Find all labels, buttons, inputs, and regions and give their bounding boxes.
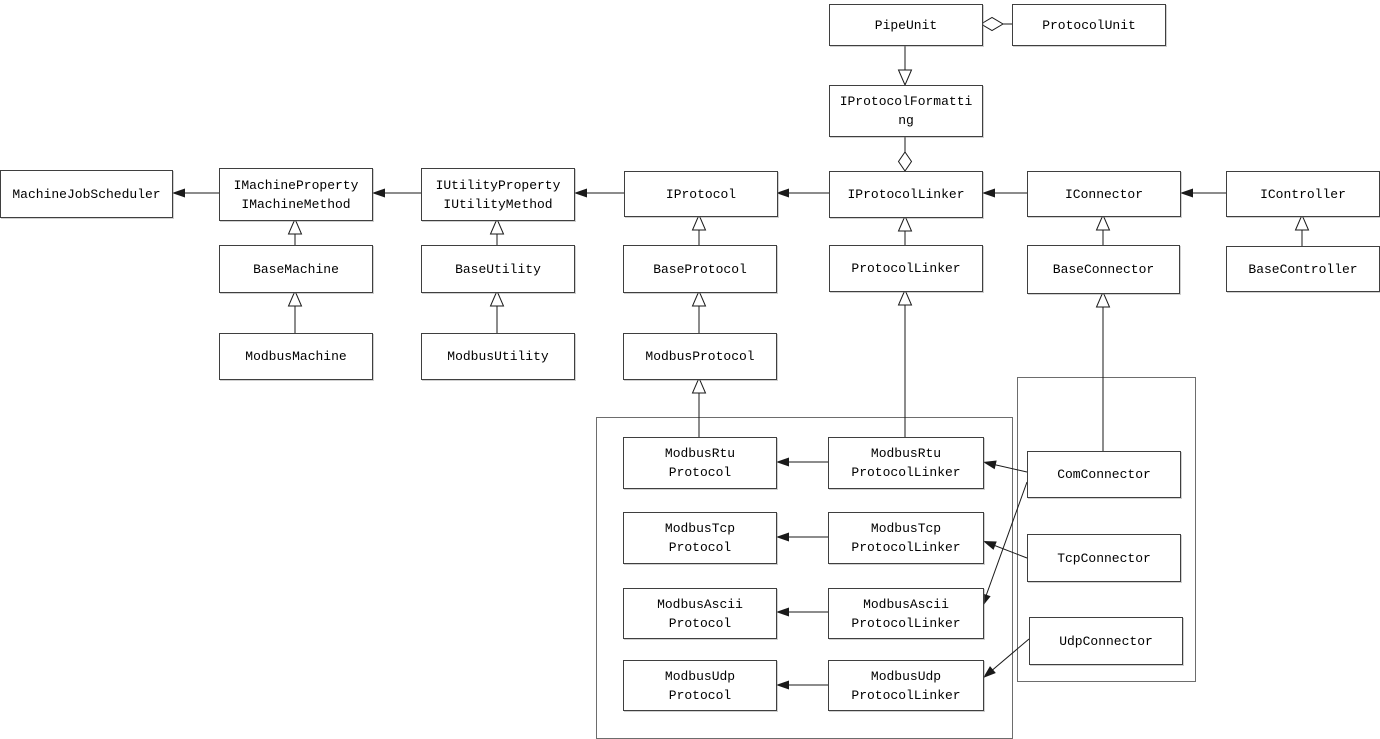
- node-modbusudpprotocollinker-line1: ModbusUdp: [870, 668, 942, 684]
- node-tcpconnector-label: TcpConnector: [1057, 550, 1151, 566]
- node-baseutility-label: BaseUtility: [455, 261, 541, 277]
- node-modbusrtuprotocollinker-line1: ModbusRtu: [870, 446, 942, 461]
- node-iprotocollinker[interactable]: IProtocolLinker: [829, 171, 983, 218]
- node-modbusudpprotocol[interactable]: ModbusUdp Protocol: [623, 660, 777, 711]
- node-imachine-line2: IMachineMethod: [241, 196, 351, 212]
- node-iprotocol-label: IProtocol: [665, 186, 737, 202]
- node-iutility-line2: IUtilityMethod: [443, 196, 553, 212]
- node-modbusmachine-label: ModbusMachine: [245, 349, 347, 364]
- node-iprotocolformatting-line2: ng: [898, 113, 914, 128]
- node-modbustcpprotocol[interactable]: ModbusTcp Protocol: [623, 512, 777, 564]
- node-baseconnector-label: BaseConnector: [1052, 262, 1155, 277]
- node-imachine-line1: IMachineProperty: [233, 177, 359, 193]
- node-iprotocollinker-label: IProtocolLinker: [847, 187, 965, 202]
- node-basemachine-label: BaseMachine: [253, 261, 339, 277]
- node-modbusasciiprotocol-line1: ModbusAscii: [657, 596, 743, 612]
- node-modbusasciiprotocol-line2: Protocol: [668, 615, 732, 631]
- node-modbusudpprotocollinker-line2: ProtocolLinker: [851, 687, 961, 703]
- node-icontroller[interactable]: IController: [1226, 171, 1380, 217]
- node-iutility[interactable]: IUtilityProperty IUtilityMethod: [421, 168, 575, 221]
- node-udpconnector-label: UdpConnector: [1059, 633, 1153, 649]
- node-modbusasciiprotocollinker-line1: ModbusAscii: [863, 596, 949, 612]
- node-protocollinker-label: ProtocolLinker: [851, 261, 961, 276]
- node-imachine[interactable]: IMachineProperty IMachineMethod: [219, 168, 373, 221]
- node-pipeunit-label: PipeUnit: [874, 17, 938, 33]
- node-modbusudpprotocol-line1: ModbusUdp: [664, 668, 736, 684]
- node-modbusrtuprotocol[interactable]: ModbusRtu Protocol: [623, 437, 777, 489]
- node-iprotocol[interactable]: IProtocol: [624, 171, 778, 217]
- node-modbusutility-label: ModbusUtility: [447, 349, 549, 364]
- node-pipeunit[interactable]: PipeUnit: [829, 4, 983, 46]
- node-modbustcpprotocol-line2: Protocol: [668, 540, 732, 555]
- node-icontroller-label: IController: [1260, 186, 1346, 202]
- node-machinejobscheduler[interactable]: MachineJobScheduler: [0, 170, 173, 218]
- node-modbusrtuprotocollinker[interactable]: ModbusRtu ProtocolLinker: [828, 437, 984, 489]
- node-basecontroller[interactable]: BaseController: [1226, 246, 1380, 292]
- node-baseutility[interactable]: BaseUtility: [421, 245, 575, 293]
- node-iprotocolformatting-line1: IProtocolFormatti: [839, 94, 973, 109]
- node-baseprotocol[interactable]: BaseProtocol: [623, 245, 777, 293]
- node-baseprotocol-label: BaseProtocol: [653, 261, 747, 277]
- node-udpconnector[interactable]: UdpConnector: [1029, 617, 1183, 665]
- node-protocolunit-label: ProtocolUnit: [1042, 17, 1136, 33]
- node-protocollinker[interactable]: ProtocolLinker: [829, 245, 983, 292]
- node-modbusutility[interactable]: ModbusUtility: [421, 333, 575, 380]
- node-iutility-line1: IUtilityProperty: [435, 177, 561, 193]
- node-machinejobscheduler-label: MachineJobScheduler: [12, 186, 161, 202]
- aggregation-diamond-iprotocolformatting: [897, 151, 913, 172]
- node-modbusasciiprotocol[interactable]: ModbusAscii Protocol: [623, 588, 777, 639]
- node-modbusasciiprotocollinker-line2: ProtocolLinker: [851, 615, 961, 631]
- node-basemachine[interactable]: BaseMachine: [219, 245, 373, 293]
- node-modbusrtuprotocol-line1: ModbusRtu: [664, 446, 736, 461]
- node-iconnector-label: IConnector: [1064, 186, 1143, 202]
- node-comconnector[interactable]: ComConnector: [1027, 451, 1181, 498]
- node-modbustcpprotocollinker-line2: ProtocolLinker: [851, 540, 961, 555]
- node-baseconnector[interactable]: BaseConnector: [1027, 245, 1180, 294]
- node-modbusudpprotocollinker[interactable]: ModbusUdp ProtocolLinker: [828, 660, 984, 711]
- node-basecontroller-label: BaseController: [1248, 261, 1358, 277]
- node-modbusrtuprotocol-line2: Protocol: [668, 465, 732, 480]
- node-modbusprotocol-label: ModbusProtocol: [645, 349, 755, 364]
- node-tcpconnector[interactable]: TcpConnector: [1027, 534, 1181, 582]
- node-protocolunit[interactable]: ProtocolUnit: [1012, 4, 1166, 46]
- node-modbusmachine[interactable]: ModbusMachine: [219, 333, 373, 380]
- node-iconnector[interactable]: IConnector: [1027, 171, 1181, 217]
- node-modbusprotocol[interactable]: ModbusProtocol: [623, 333, 777, 380]
- node-iprotocolformatting[interactable]: IProtocolFormatti ng: [829, 85, 983, 137]
- node-modbusudpprotocol-line2: Protocol: [668, 687, 732, 703]
- node-comconnector-label: ComConnector: [1057, 467, 1151, 482]
- node-modbusrtuprotocollinker-line2: ProtocolLinker: [851, 465, 961, 480]
- node-modbustcpprotocol-line1: ModbusTcp: [664, 521, 736, 536]
- aggregation-diamond-pipeunit: [980, 16, 1004, 32]
- node-modbustcpprotocollinker[interactable]: ModbusTcp ProtocolLinker: [828, 512, 984, 564]
- node-modbustcpprotocollinker-line1: ModbusTcp: [870, 521, 942, 536]
- node-modbusasciiprotocollinker[interactable]: ModbusAscii ProtocolLinker: [828, 588, 984, 639]
